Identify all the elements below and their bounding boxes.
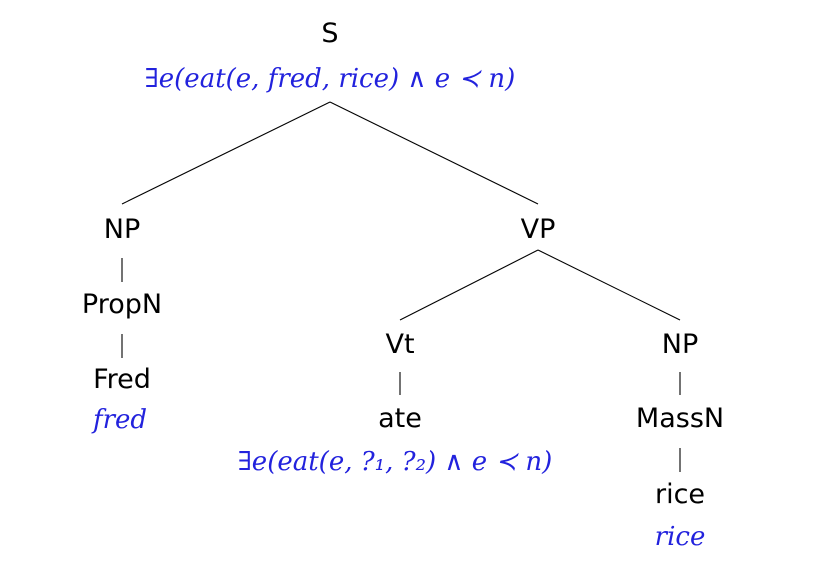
edge-s-vp <box>329 101 539 205</box>
semantics-rice: rice <box>655 522 706 552</box>
node-ate: ate <box>378 403 422 434</box>
semantics-s: ∃e(eat(e, fred, rice) ∧ e ≺ n) <box>145 64 516 94</box>
edge-vp-np <box>537 249 681 321</box>
edge-vp-vt <box>399 249 539 321</box>
node-vt: Vt <box>385 329 414 360</box>
node-np-object: NP <box>662 329 698 360</box>
semantics-fred: fred <box>91 405 147 435</box>
node-propn: PropN <box>82 289 162 320</box>
node-vp: VP <box>521 214 556 245</box>
node-massn: MassN <box>636 403 724 434</box>
node-rice: rice <box>655 479 705 510</box>
node-np-subject: NP <box>104 214 140 245</box>
node-fred: Fred <box>93 364 151 395</box>
node-s: S <box>321 18 338 49</box>
semantics-ate: ∃e(eat(e, ?₁, ?₂) ∧ e ≺ n) <box>238 447 553 477</box>
edge-s-np <box>121 101 331 205</box>
